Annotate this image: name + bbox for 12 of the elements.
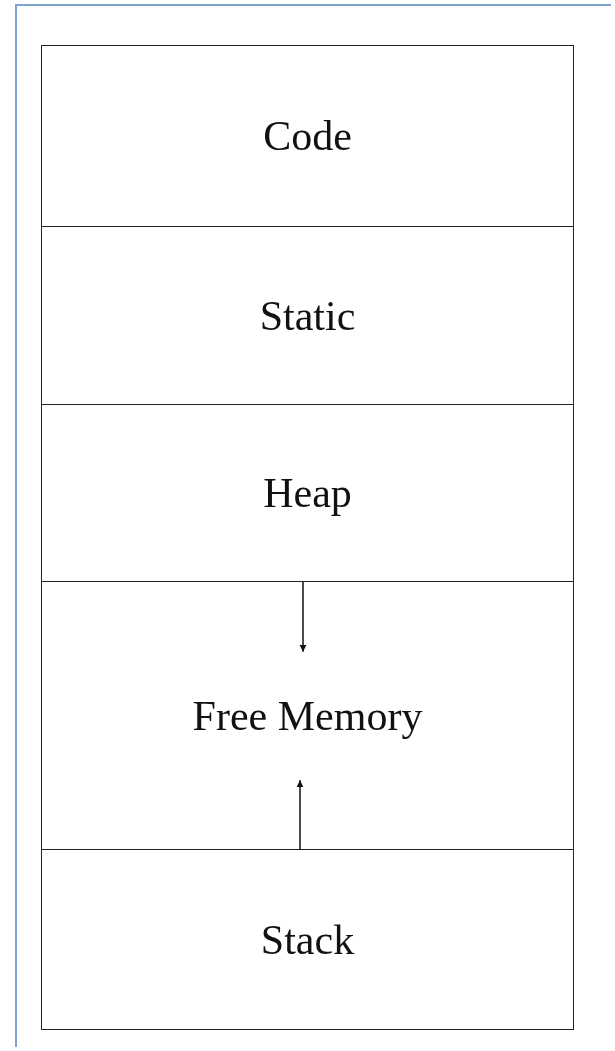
arrow [296,779,304,851]
segment-label: Code [263,112,352,160]
segment-label: Free Memory [192,691,423,740]
memory-segment [41,850,574,1030]
memory-segment [41,227,574,405]
memory-segment [41,582,574,850]
memory-segment [41,405,574,582]
segment-label: Heap [263,469,352,517]
memory-segment [41,45,574,227]
segment-label: Stack [260,915,355,964]
segment-label: Static [259,291,356,340]
arrow [299,581,307,653]
